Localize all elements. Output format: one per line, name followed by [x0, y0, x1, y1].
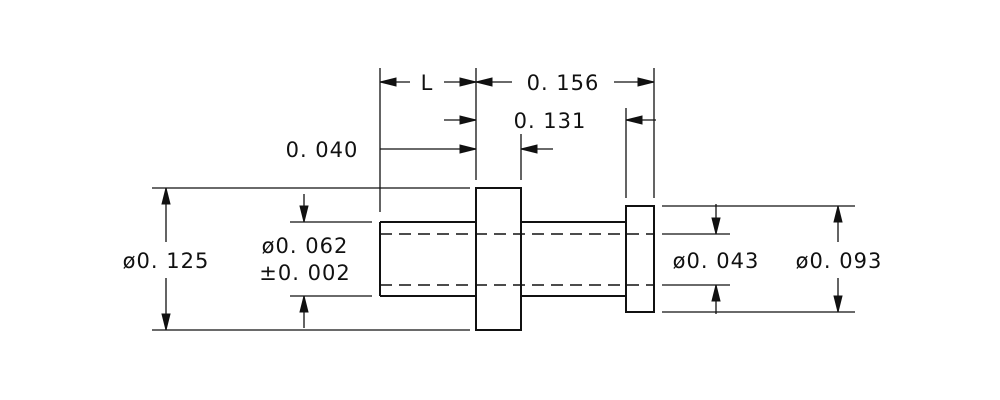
dimension-0131: 0. 131 [444, 109, 656, 133]
dimension-L: L [379, 71, 477, 95]
shank-section [521, 221, 626, 297]
flange [475, 187, 522, 331]
dimension-0040: 0. 040 [286, 138, 553, 162]
dimension-dia-0125: ø0. 125 [123, 187, 210, 331]
dimension-0156: 0. 156 [475, 71, 655, 95]
dimension-dia-0062: ø0. 062 ±0. 002 [259, 194, 350, 328]
dim-label-0131: 0. 131 [514, 109, 587, 133]
part-outline [379, 187, 655, 331]
dimension-dia-0043: ø0. 043 [673, 204, 760, 314]
dim-label-0156: 0. 156 [527, 71, 600, 95]
dim-label-tol-0002: ±0. 002 [259, 261, 350, 285]
head [625, 205, 655, 313]
dimension-dia-0093: ø0. 093 [796, 205, 883, 313]
dim-label-0040: 0. 040 [286, 138, 359, 162]
dim-label-dia-0043: ø0. 043 [673, 249, 760, 273]
dim-label-dia-0125: ø0. 125 [123, 249, 210, 273]
dim-label-L: L [421, 71, 434, 95]
extension-lines [152, 68, 855, 331]
dim-label-dia-0093: ø0. 093 [796, 249, 883, 273]
dim-label-dia-0062: ø0. 062 [262, 234, 349, 258]
